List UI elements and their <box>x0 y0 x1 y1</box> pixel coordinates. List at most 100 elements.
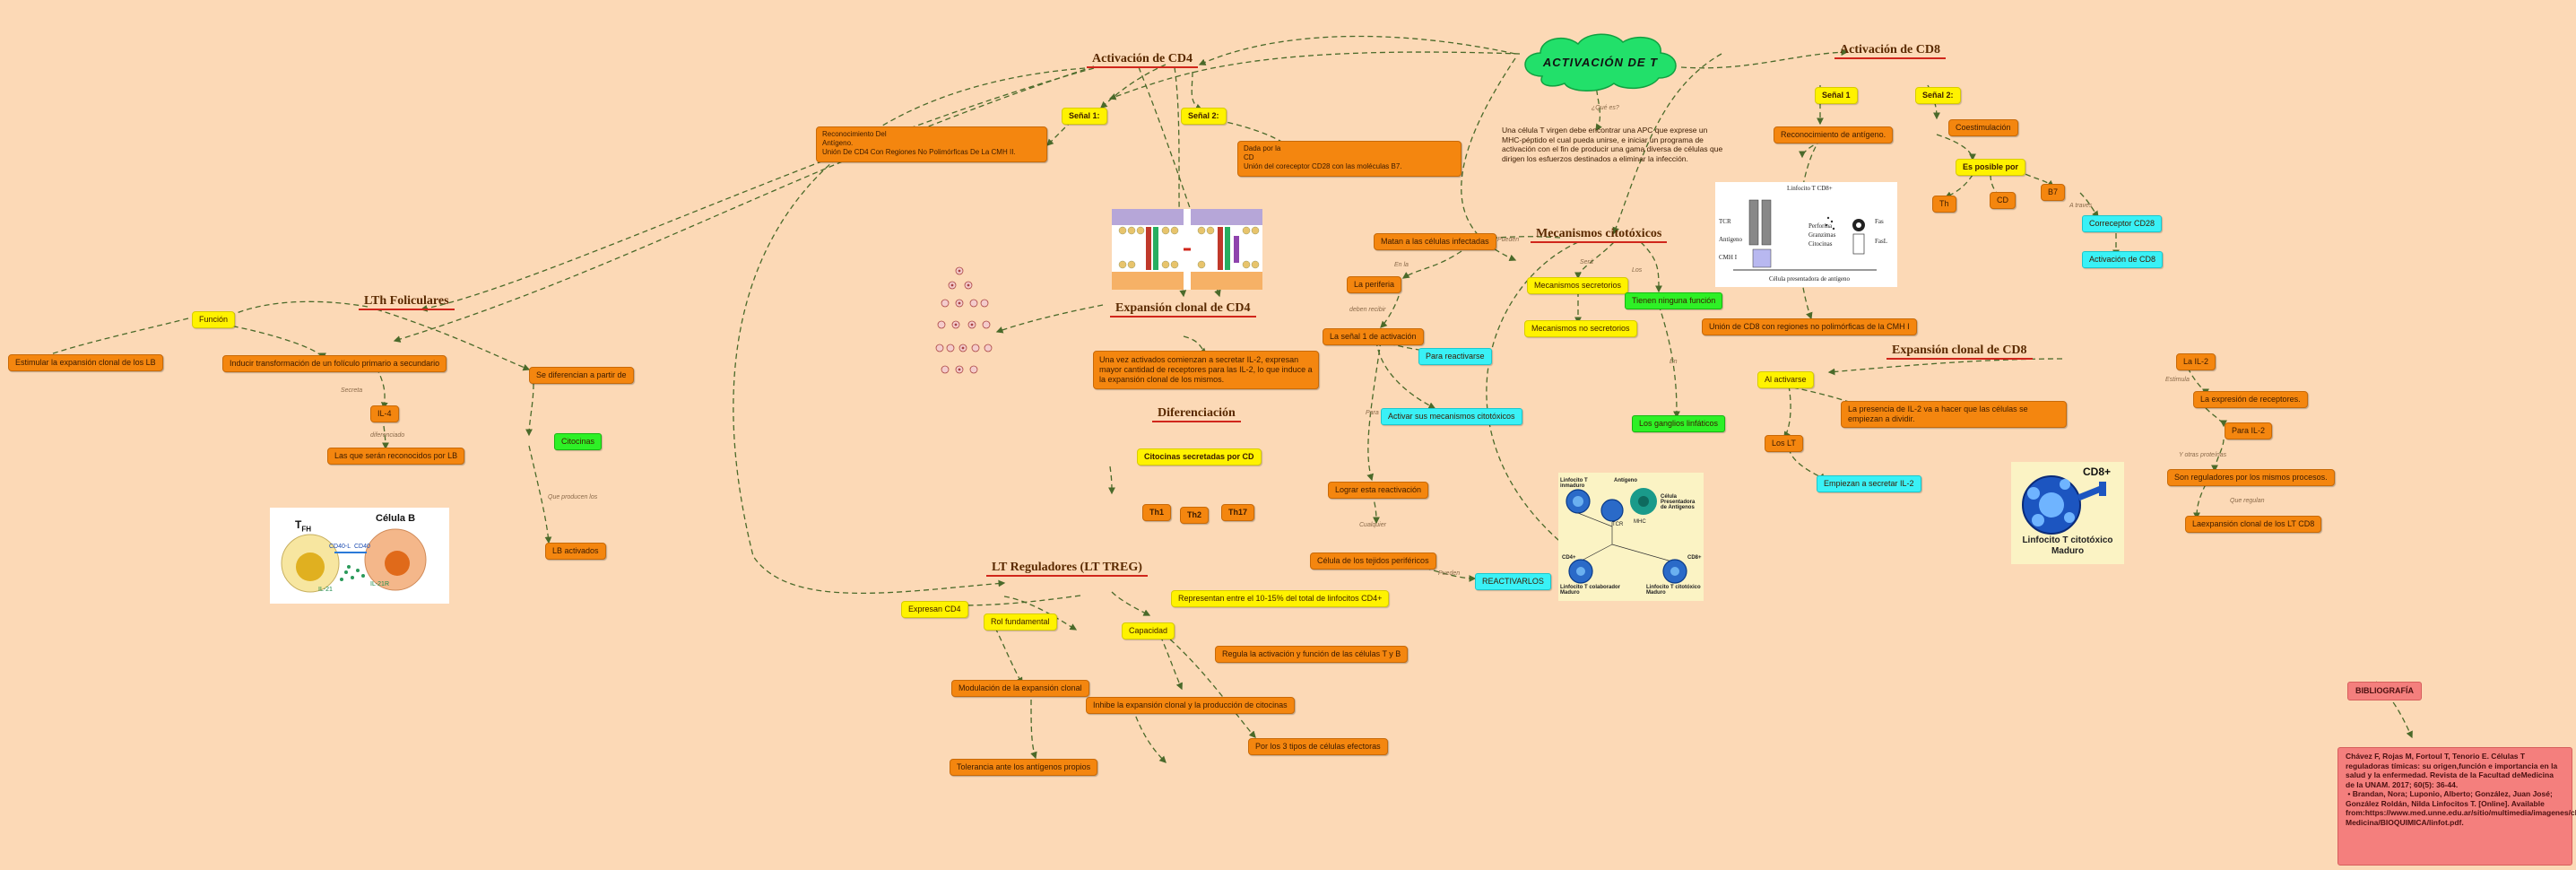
reg-inhibe[interactable]: Inhibe la expansión clonal y la producci… <box>1086 697 1295 714</box>
cd4-senal1-description[interactable]: Reconocimiento Del Antígeno. Unión De CD… <box>816 126 1047 162</box>
dif-citocinas[interactable]: Citocinas secretadas por CD <box>1137 448 1262 465</box>
fol-los-que[interactable]: Las que serán reconocidos por LB <box>327 448 465 465</box>
apc-perforina: Perforina <box>1808 222 1833 230</box>
label-deben-recibir: deben recibir <box>1349 307 1386 313</box>
cd8img-virgen: Linfocito T inmaduro <box>1560 478 1588 489</box>
apc-header: Linfocito T CD8+ <box>1787 185 1833 192</box>
title-activacion-cd8: Activación de CD8 <box>1834 44 1946 59</box>
cd8img-cd4: CD4+ <box>1562 555 1576 561</box>
mec-no-secretorios[interactable]: Mecanismos no secretorios <box>1524 320 1637 337</box>
apc-diagram: Linfocito T CD8+ TCR Antígeno CMH I Perf… <box>1715 182 1897 287</box>
tfh-il21: IL-21 <box>318 587 333 593</box>
dif-th17[interactable]: Th17 <box>1221 504 1255 521</box>
cd8img-citotoxico: Linfocito T citotóxico Maduro <box>1646 585 1701 596</box>
label-que-es: ¿Qué es? <box>1592 105 1619 111</box>
cd8exp-al-activarse[interactable]: Al activarse <box>1757 371 1814 388</box>
cd8exp-expansion[interactable]: Laexpansión clonal de los LT CD8 <box>2185 516 2322 533</box>
mec-reactivarlos[interactable]: REACTIVARLOS <box>1475 573 1551 590</box>
apc-tcr: TCR <box>1719 218 1731 225</box>
cd8-union-cmh[interactable]: Unión de CD8 con regiones no polimórfica… <box>1702 318 1917 335</box>
bibliografia-ref[interactable]: Chávez F, Rojas M, Fortoul T, Tenorio E.… <box>2337 747 2576 866</box>
fol-se-diferencian[interactable]: Se diferencian a partir de <box>529 367 634 384</box>
mec-senal1[interactable]: La señal 1 de activación <box>1323 328 1424 345</box>
cd8-reconocimiento[interactable]: Reconocimiento de antígeno. <box>1774 126 1894 144</box>
cd8-maturation-image: Linfocito T inmaduro Antígeno Célula Pre… <box>1558 473 1704 601</box>
cd8-senal2[interactable]: Señal 2: <box>1915 87 1961 104</box>
cloud-label: ACTIVACIÓN DE T <box>1542 56 1659 69</box>
reg-modulacion[interactable]: Modulación de la expansión clonal <box>951 680 1089 697</box>
cd8img-celula: Célula Presentadora de Antígenos <box>1661 494 1696 510</box>
dif-th2[interactable]: Th2 <box>1180 507 1210 524</box>
reg-tolerancia[interactable]: Tolerancia ante los antígenos propios <box>950 759 1098 776</box>
cd8exp-reguladores[interactable]: Son reguladores por los mismos procesos. <box>2167 469 2335 486</box>
fol-estimular[interactable]: Estimular la expansión clonal de los LB <box>8 354 163 371</box>
label-cualquier: Cualquier <box>1359 522 1386 528</box>
cd4exp-texto[interactable]: Una vez activados comienzan a secretar I… <box>1093 351 1319 389</box>
reg-por-los[interactable]: Por los 3 tipos de células efectoras <box>1248 738 1388 755</box>
bibliografia-label[interactable]: BIBLIOGRAFÍA <box>2347 682 2422 700</box>
cd4-senal2[interactable]: Señal 2: <box>1181 108 1227 125</box>
tfh-sub: FH <box>301 525 312 534</box>
cloud-shape <box>1524 33 1677 91</box>
mec-secretorios[interactable]: Mecanismos secretorios <box>1527 277 1629 294</box>
mec-ganglios[interactable]: Los ganglios linfáticos <box>1632 415 1726 432</box>
fol-citocinas[interactable]: Citocinas <box>554 433 603 450</box>
tfh-t: T <box>295 518 302 531</box>
reg-representan[interactable]: Representan entre el 10-15% del total de… <box>1171 590 1390 607</box>
cd4-senal2-description[interactable]: Dada por la CD Unión del coreceptor CD28… <box>1237 141 1461 177</box>
reg-rol[interactable]: Rol fundamental <box>984 613 1057 631</box>
cd8exp-expresion[interactable]: La expresión de receptores. <box>2193 391 2308 408</box>
cd8-coestimulacion[interactable]: Coestimulación <box>1948 119 2018 136</box>
apc-illustration <box>1733 199 1877 271</box>
cd4-senal1-line3: Unión De CD4 Con Regiones No Polimórfica… <box>822 148 1016 156</box>
cd8-es-posible[interactable]: Es posible por <box>1956 159 2026 176</box>
cd8-th[interactable]: Th <box>1932 196 1956 213</box>
reg-expresan[interactable]: Expresan CD4 <box>901 601 968 618</box>
cd8-activacion[interactable]: Activación de CD8 <box>2082 251 2164 268</box>
cd8-cd[interactable]: CD <box>1990 192 2016 209</box>
mec-celula-tejidos[interactable]: Célula de los tejidos periféricos <box>1310 552 1436 570</box>
mec-lograr[interactable]: Lograr esta reactivación <box>1328 482 1429 499</box>
cd8exp-para-il2[interactable]: Para IL-2 <box>2225 422 2273 439</box>
cd8img-antigeno: Antígeno <box>1614 478 1637 483</box>
cd8exp-empiezan[interactable]: Empiezan a secretar IL-2 <box>1817 475 1921 492</box>
cd4-senal1[interactable]: Señal 1: <box>1062 108 1107 125</box>
cd8exp-presencia[interactable]: La presencia de IL-2 va a hacer que las … <box>1841 401 2067 428</box>
dif-th1[interactable]: Th1 <box>1142 504 1172 521</box>
title-expansion-clonal-cd8: Expansión clonal de CD8 <box>1886 344 2033 360</box>
apc-fas: Fas <box>1875 218 1884 225</box>
label-que-regulan: Que regulan <box>2230 498 2265 504</box>
tfh-cellb-image: TFH Célula B CD40-L CD40 IL-21 IL-21R <box>270 508 449 604</box>
cd4-cell-cluster <box>935 266 993 374</box>
cd8-senal1[interactable]: Señal 1 <box>1815 87 1858 104</box>
label-que-producen: Que producen los <box>548 494 598 500</box>
reg-regula[interactable]: Regula la activación y función de las cé… <box>1215 646 1409 663</box>
mec-para-reactivarse[interactable]: Para reactivarse <box>1418 348 1492 365</box>
cd8img-colaborador: Linfocito T colaborador Maduro <box>1560 585 1620 596</box>
fol-il4[interactable]: IL-4 <box>370 405 399 422</box>
cd8exp-il2[interactable]: La IL-2 <box>2176 353 2216 370</box>
linfocito-image: CD8+ Linfocito T citotóxico Maduro <box>2011 462 2124 564</box>
cloud-title: ACTIVACIÓN DE T <box>1515 31 1686 94</box>
mec-tienen-funcion[interactable]: Tienen ninguna función <box>1625 292 1723 309</box>
mec-periferia[interactable]: La periferia <box>1347 276 1402 293</box>
reg-capacidad[interactable]: Capacidad <box>1122 622 1175 639</box>
label-secreta: Secreta <box>341 387 363 394</box>
label-estimula: Estimula <box>2165 377 2190 383</box>
fol-funcion[interactable]: Función <box>192 311 236 328</box>
fol-inducir[interactable]: Inducir transformación de un folículo pr… <box>222 355 447 372</box>
mec-activar[interactable]: Activar sus mecanismos citotóxicos <box>1381 408 1522 425</box>
fol-lb-activados[interactable]: LB activados <box>545 543 606 560</box>
definicion-activacion: Una célula T virgen debe encontrar una A… <box>1502 126 1723 163</box>
mec-matan[interactable]: Matan a las células infectadas <box>1374 233 1496 250</box>
cd4-membrane-image <box>1112 209 1262 290</box>
cd8exp-los-lt[interactable]: Los LT <box>1765 435 1803 452</box>
apc-fasl: FasL <box>1875 238 1887 245</box>
apc-granzimas: Granzimas <box>1808 231 1836 239</box>
cd8-correceptor-cd28[interactable]: Correceptor CD28 <box>2082 215 2163 232</box>
cd4-senal2-line1: Dada por la <box>1244 144 1281 152</box>
label-para: Para <box>1366 410 1379 416</box>
title-mecanismos-citotoxicos: Mecanismos citotóxicos <box>1531 228 1668 243</box>
cd8-b7[interactable]: B7 <box>2041 184 2066 201</box>
label-y-otras: Y otras proteínas <box>2179 452 2227 458</box>
